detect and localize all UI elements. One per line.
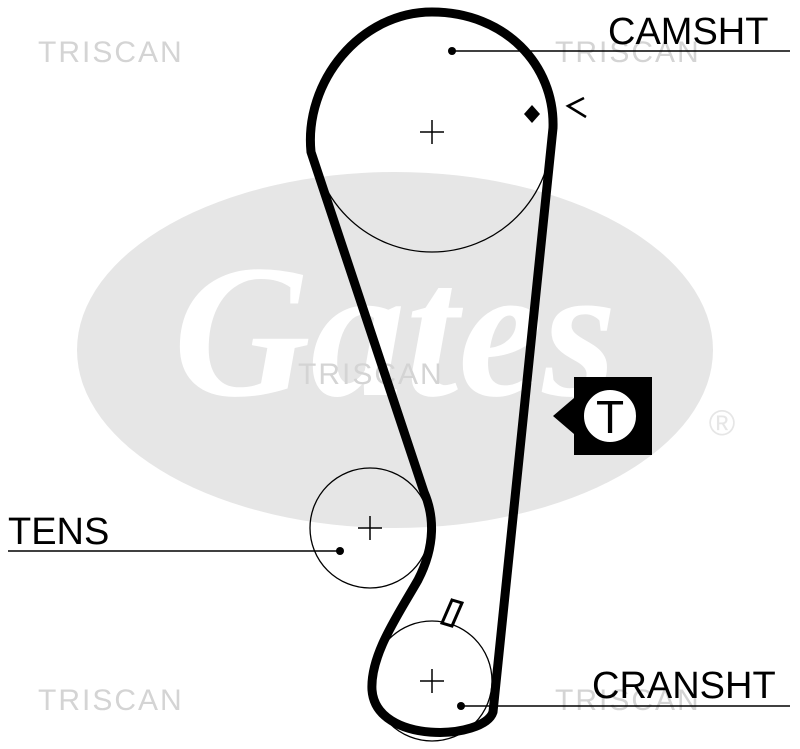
camshaft-timing-dot: [524, 105, 540, 123]
camshaft-timing-arrow: [565, 96, 587, 119]
brand-watermark: TRISCAN: [38, 684, 184, 717]
brand-watermark: TRISCAN: [38, 36, 184, 69]
crankshaft-timing-mark: [439, 598, 465, 628]
timing-belt: [305, 7, 558, 737]
tensioner-arrow-icon: T: [553, 377, 652, 455]
camshaft-leader-dot: [448, 47, 456, 55]
brand-watermark: TRISCAN: [555, 36, 701, 69]
brand-watermark: TRISCAN: [298, 358, 444, 391]
crankshaft-leader-dot: [457, 702, 465, 710]
tensioner-label: TENS: [8, 511, 109, 553]
logo-oval: [77, 172, 713, 528]
tensioner-leader-dot: [336, 547, 344, 555]
crankshaft-label: CRANSHT: [592, 665, 776, 707]
gates-logo-watermark: Gates ®: [77, 172, 735, 528]
registered-mark: ®: [709, 402, 736, 443]
leader-lines: [8, 50, 790, 707]
pulley-centers: [358, 120, 444, 693]
brand-watermark: TRISCAN: [555, 684, 701, 717]
camshaft-label: CAMSHT: [608, 11, 768, 53]
tensioner-symbol-circle: [580, 386, 640, 446]
timing-mark-icon: [439, 96, 587, 628]
tensioner-symbol-letter: T: [596, 391, 624, 443]
